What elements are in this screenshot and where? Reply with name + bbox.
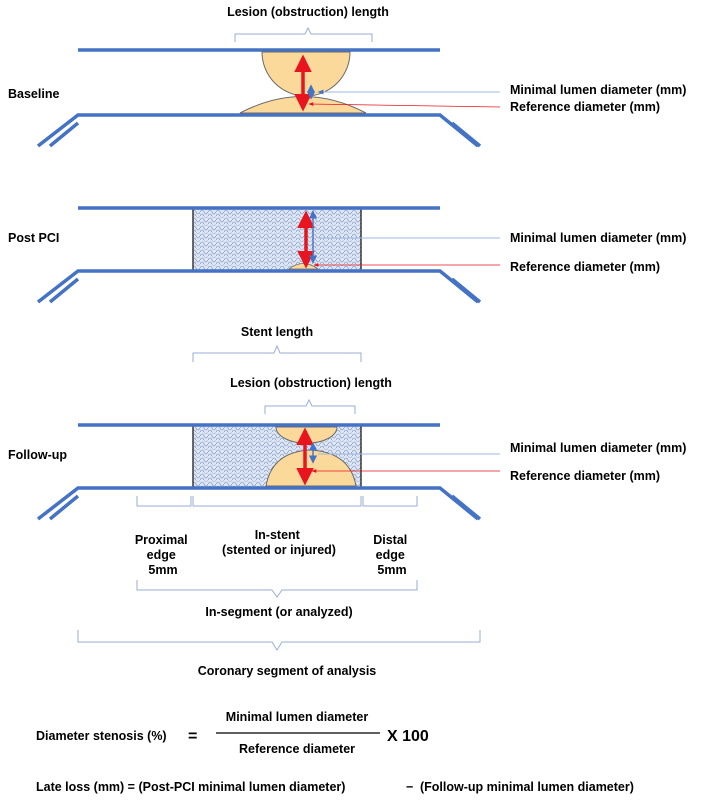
follow-up-ref-label: Reference diameter (mm) bbox=[510, 469, 660, 483]
coronary-segment-label: Coronary segment of analysis bbox=[198, 664, 377, 678]
late-loss-rhs: (Follow-up minimal lumen diameter) bbox=[420, 780, 634, 794]
stenosis-numerator: Minimal lumen diameter bbox=[226, 710, 369, 724]
follow-up-lesion-bracket bbox=[264, 398, 356, 414]
follow-up-lesion-length-label: Lesion (obstruction) length bbox=[230, 376, 392, 390]
post-pci-panel: Post PCI Minimal lumen diameter (mm) Ref… bbox=[8, 206, 686, 304]
post-pci-vessel-bottom-wall bbox=[36, 269, 480, 304]
insegment-bracket bbox=[136, 580, 418, 598]
baseline-lesion-length-label: Lesion (obstruction) length bbox=[227, 5, 389, 19]
baseline-plaque-top bbox=[261, 51, 351, 97]
stenosis-equals: = bbox=[188, 728, 197, 745]
insegment-label: In-segment (or analyzed) bbox=[205, 605, 352, 619]
baseline-ref-label: Reference diameter (mm) bbox=[510, 100, 660, 114]
late-loss-lhs: Late loss (mm) = (Post-PCI minimal lumen… bbox=[36, 780, 345, 794]
stenosis-denominator: Reference diameter bbox=[239, 742, 355, 756]
baseline-vessel-bottom-wall bbox=[36, 113, 480, 148]
late-loss-minus: − bbox=[406, 780, 413, 794]
proximal-edge-label: Proximal edge 5mm bbox=[135, 533, 191, 577]
baseline-mld-label: Minimal lumen diameter (mm) bbox=[510, 83, 686, 97]
follow-up-mld-label: Minimal lumen diameter (mm) bbox=[510, 441, 686, 455]
stent-length-label: Stent length bbox=[241, 325, 313, 339]
stenosis-multiplier: X 100 bbox=[387, 728, 429, 745]
follow-up-vessel-bottom-wall bbox=[36, 486, 480, 521]
distal-edge-bracket bbox=[362, 496, 418, 507]
baseline-vessel-bottom-wall-outer-right bbox=[450, 121, 482, 148]
diameter-stenosis-formula: Diameter stenosis (%) = Minimal lumen di… bbox=[36, 710, 429, 756]
baseline-row-label: Baseline bbox=[8, 87, 59, 101]
instent-label: In-stent (stented or injured) bbox=[222, 528, 336, 557]
instent-bracket bbox=[192, 496, 362, 507]
baseline-lesion-bracket bbox=[234, 26, 373, 42]
late-loss-formula: Late loss (mm) = (Post-PCI minimal lumen… bbox=[36, 780, 634, 794]
follow-up-row-label: Follow-up bbox=[8, 448, 67, 462]
follow-up-vessel-bottom-wall-outer-right bbox=[450, 494, 482, 521]
post-pci-stent bbox=[192, 207, 362, 272]
post-pci-vessel-bottom-wall-outer-right bbox=[450, 277, 482, 304]
post-pci-vessel-bottom-wall-outer-left bbox=[48, 277, 80, 304]
post-pci-mld-label: Minimal lumen diameter (mm) bbox=[510, 231, 686, 245]
coronary-segment-bracket bbox=[77, 630, 481, 651]
post-pci-row-label: Post PCI bbox=[8, 231, 59, 245]
follow-up-panel: Stent length Lesion (obstruction) length… bbox=[8, 325, 686, 678]
proximal-edge-bracket bbox=[136, 496, 192, 507]
post-pci-ref-label: Reference diameter (mm) bbox=[510, 260, 660, 274]
baseline-ref-leader bbox=[308, 102, 501, 108]
baseline-vessel-bottom-wall-outer-left bbox=[48, 121, 80, 148]
stent-length-bracket bbox=[192, 344, 362, 362]
distal-edge-label: Distal edge 5mm bbox=[373, 533, 411, 577]
follow-up-vessel-bottom-wall-outer-left bbox=[48, 494, 80, 521]
baseline-panel: Lesion (obstruction) length Baseline Min… bbox=[8, 5, 686, 148]
stenosis-lhs: Diameter stenosis (%) bbox=[36, 729, 167, 743]
